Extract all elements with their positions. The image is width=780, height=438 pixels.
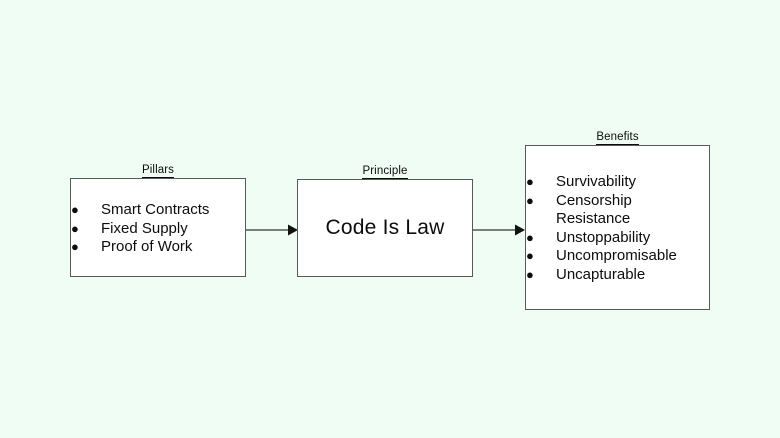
bullet-icon: ● [526, 174, 534, 189]
list-item-label: Uncompromisable [556, 247, 677, 264]
list-item-label: Smart Contracts [101, 201, 210, 218]
bullet-icon: ● [526, 229, 534, 245]
pillars-list: ● Smart Contracts ● Fixed Supply ● Proof… [71, 201, 245, 257]
node-label-benefits: Benefits [525, 131, 710, 145]
bullet-icon: ● [71, 220, 79, 236]
list-item[interactable]: ● Survivability [526, 173, 709, 192]
list-item[interactable]: ● Smart Contracts [71, 201, 245, 220]
principle-text: Code Is Law [325, 216, 445, 239]
list-item[interactable]: ● Uncompromisable [526, 247, 709, 266]
node-label-principle-text: Principle [362, 165, 408, 179]
list-item[interactable]: ● Uncapturable [526, 266, 709, 285]
arrowhead-icon [515, 224, 525, 236]
list-item-label: Unstoppability [556, 228, 651, 246]
bullet-icon: ● [526, 266, 534, 282]
node-label-benefits-text: Benefits [596, 131, 639, 145]
node-label-pillars: Pillars [70, 164, 246, 178]
list-item[interactable]: ● Censorship Resistance [526, 192, 709, 229]
list-item-label: Uncapturable [556, 265, 646, 283]
node-label-pillars-text: Pillars [141, 164, 174, 178]
list-item-label: Censorship Resistance [556, 191, 632, 228]
bullet-icon: ● [71, 239, 79, 254]
list-item-label: Fixed Supply [101, 219, 188, 237]
arrowhead-icon [288, 224, 298, 236]
bullet-icon: ● [71, 202, 79, 217]
edge-pillars-principle [246, 224, 298, 236]
node-label-principle: Principle [297, 165, 473, 179]
list-item[interactable]: ● Unstoppability [526, 229, 709, 248]
bullet-icon: ● [526, 248, 534, 263]
edge-principle-benefits [473, 224, 525, 236]
node-pillars[interactable]: ● Smart Contracts ● Fixed Supply ● Proof… [70, 178, 246, 277]
node-benefits[interactable]: ● Survivability ● Censorship Resistance … [525, 145, 710, 310]
bullet-icon: ● [526, 192, 534, 208]
list-item-label: Proof of Work [101, 238, 193, 255]
list-item-label: Survivability [556, 173, 637, 190]
node-principle[interactable]: Code Is Law [297, 179, 473, 277]
list-item[interactable]: ● Proof of Work [71, 238, 245, 257]
benefits-list: ● Survivability ● Censorship Resistance … [526, 173, 709, 284]
list-item[interactable]: ● Fixed Supply [71, 220, 245, 239]
